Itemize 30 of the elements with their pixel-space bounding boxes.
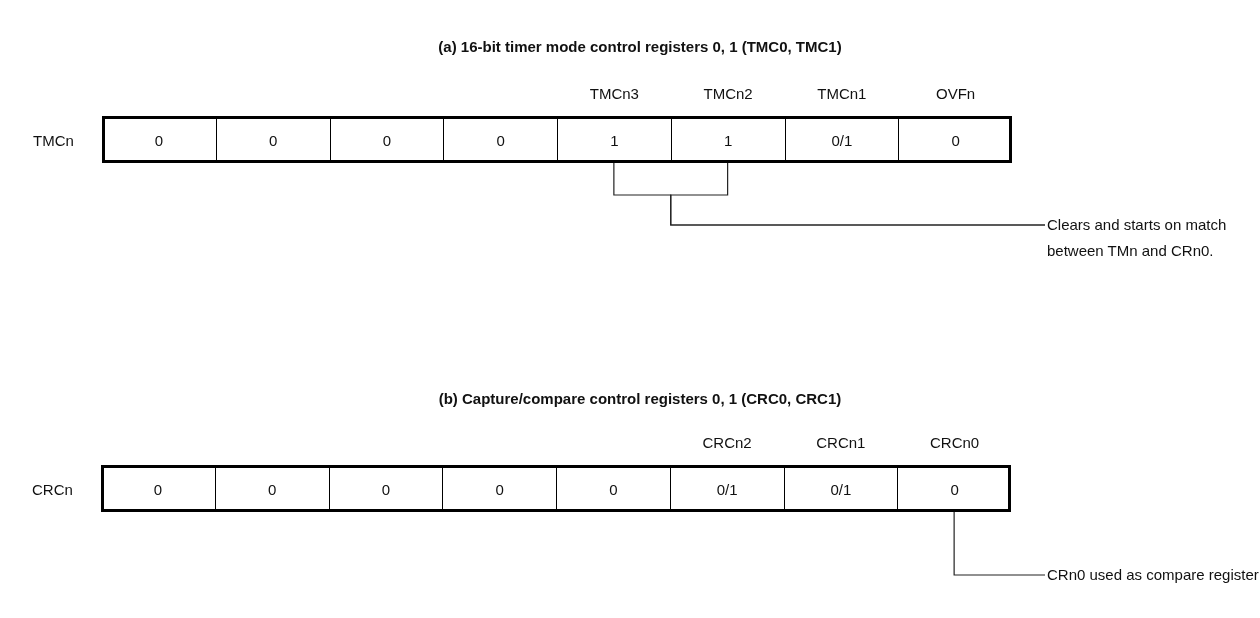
leader-line [953, 511, 1046, 576]
bit-value: 0 [382, 131, 392, 148]
note-text: Clears and starts on match between TMn and CRn0. [1047, 212, 1260, 264]
section-heading: (b) Capture/compare control registers 0, 1 (CRC0, CRC1) [438, 390, 842, 407]
register-name: CRCn [32, 480, 73, 497]
bit-value: 0 [153, 480, 163, 497]
bit-name: TMCn1 [817, 85, 867, 102]
bit-name: TMCn2 [703, 85, 753, 102]
bit-value: 1 [723, 131, 733, 148]
bit-value: 0 [609, 480, 618, 497]
bit-value: 0 [951, 131, 960, 148]
bit-value: 0/1 [830, 480, 852, 497]
bit-value: 1 [610, 131, 619, 148]
bit-value: 0 [154, 131, 164, 148]
bit-name: OVFn [936, 85, 976, 102]
bit-value: 0/1 [831, 131, 853, 148]
bit-value: 0 [268, 131, 278, 148]
section-heading: (a) 16-bit timer mode control registers 0, 1 (TMC0, TMC1) [438, 38, 842, 55]
register-name: TMCn [33, 131, 74, 148]
bit-value: 0 [495, 480, 504, 497]
bit-value: 0 [496, 131, 505, 148]
bit-name: TMCn3 [589, 85, 639, 102]
bit-name: CRCn1 [816, 434, 866, 451]
bit-value: 0/1 [716, 480, 738, 497]
bit-value: 0 [267, 480, 277, 497]
bit-name: CRCn2 [702, 434, 752, 451]
bit-name: CRCn0 [930, 434, 980, 451]
bit-value: 0 [381, 480, 391, 497]
bit-value: 0 [950, 480, 959, 497]
note-text: CRn0 used as compare register [1047, 562, 1260, 588]
